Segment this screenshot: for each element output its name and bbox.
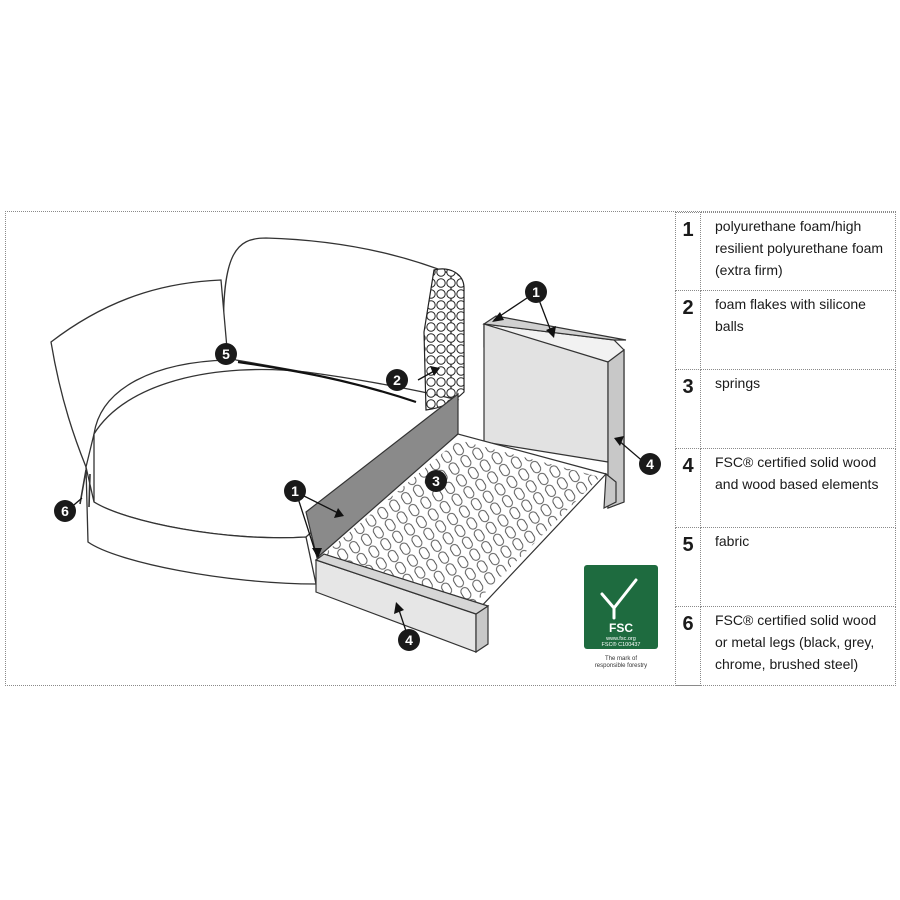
svg-text:3: 3 [432,473,440,489]
legend-number: 3 [675,369,701,449]
callout-1-front: 1 [284,480,306,502]
svg-text:www.fsc.org: www.fsc.org [605,636,636,642]
svg-text:The mark of: The mark of [605,656,637,662]
diagram-frame [5,211,896,686]
legend-description: FSC® certified solid wood or metal legs … [700,606,896,686]
legend-number: 6 [675,606,701,686]
legend-number: 1 [675,212,701,291]
svg-text:5: 5 [222,346,230,362]
legend-row: 5 fabric [675,527,896,607]
legend-description: FSC® certified solid wood and wood based… [700,448,896,528]
legend-description: springs [700,369,896,449]
legend-row: 4 FSC® certified solid wood and wood bas… [675,448,896,528]
legend-row: 6 FSC® certified solid wood or metal leg… [675,606,896,686]
legend-number: 2 [675,290,701,370]
svg-text:6: 6 [61,503,69,519]
callout-4-back: 4 [639,453,661,475]
callout-2: 2 [386,369,408,391]
callout-3: 3 [425,470,447,492]
sofa-construction-illustration: 1 1 2 3 4 4 5 6 FSC www.fsc.org FSC® C10… [50,237,661,669]
svg-text:1: 1 [532,284,540,300]
armrest [50,279,229,470]
callout-5: 5 [215,343,237,365]
callout-4-front: 4 [398,629,420,651]
svg-text:FSC: FSC [609,621,633,635]
legend-table: 1 polyurethane foam/high resilient polyu… [675,212,896,686]
callout-1-back: 1 [525,281,547,303]
legend-description: fabric [700,527,896,607]
svg-text:4: 4 [405,632,413,648]
legend-number: 5 [675,527,701,607]
arrowheads [312,312,624,614]
legend-row: 3 springs [675,369,896,449]
legend-row: 1 polyurethane foam/high resilient polyu… [675,212,896,291]
svg-text:2: 2 [393,372,401,388]
svg-text:responsible forestry: responsible forestry [595,663,647,669]
legend-number: 4 [675,448,701,528]
legend-description: foam flakes with silicone balls [700,290,896,370]
callout-6: 6 [54,500,76,522]
svg-text:FSC® C100437: FSC® C100437 [602,641,641,648]
legend-row: 2 foam flakes with silicone balls [675,290,896,370]
svg-text:1: 1 [291,483,299,499]
legend-description: polyurethane foam/high resilient polyure… [700,212,896,291]
tree-check-icon [600,578,638,620]
svg-text:4: 4 [646,456,654,472]
fsc-logo: FSC www.fsc.org FSC® C100437 The mark of… [584,565,658,669]
sofa-shell [50,237,460,585]
